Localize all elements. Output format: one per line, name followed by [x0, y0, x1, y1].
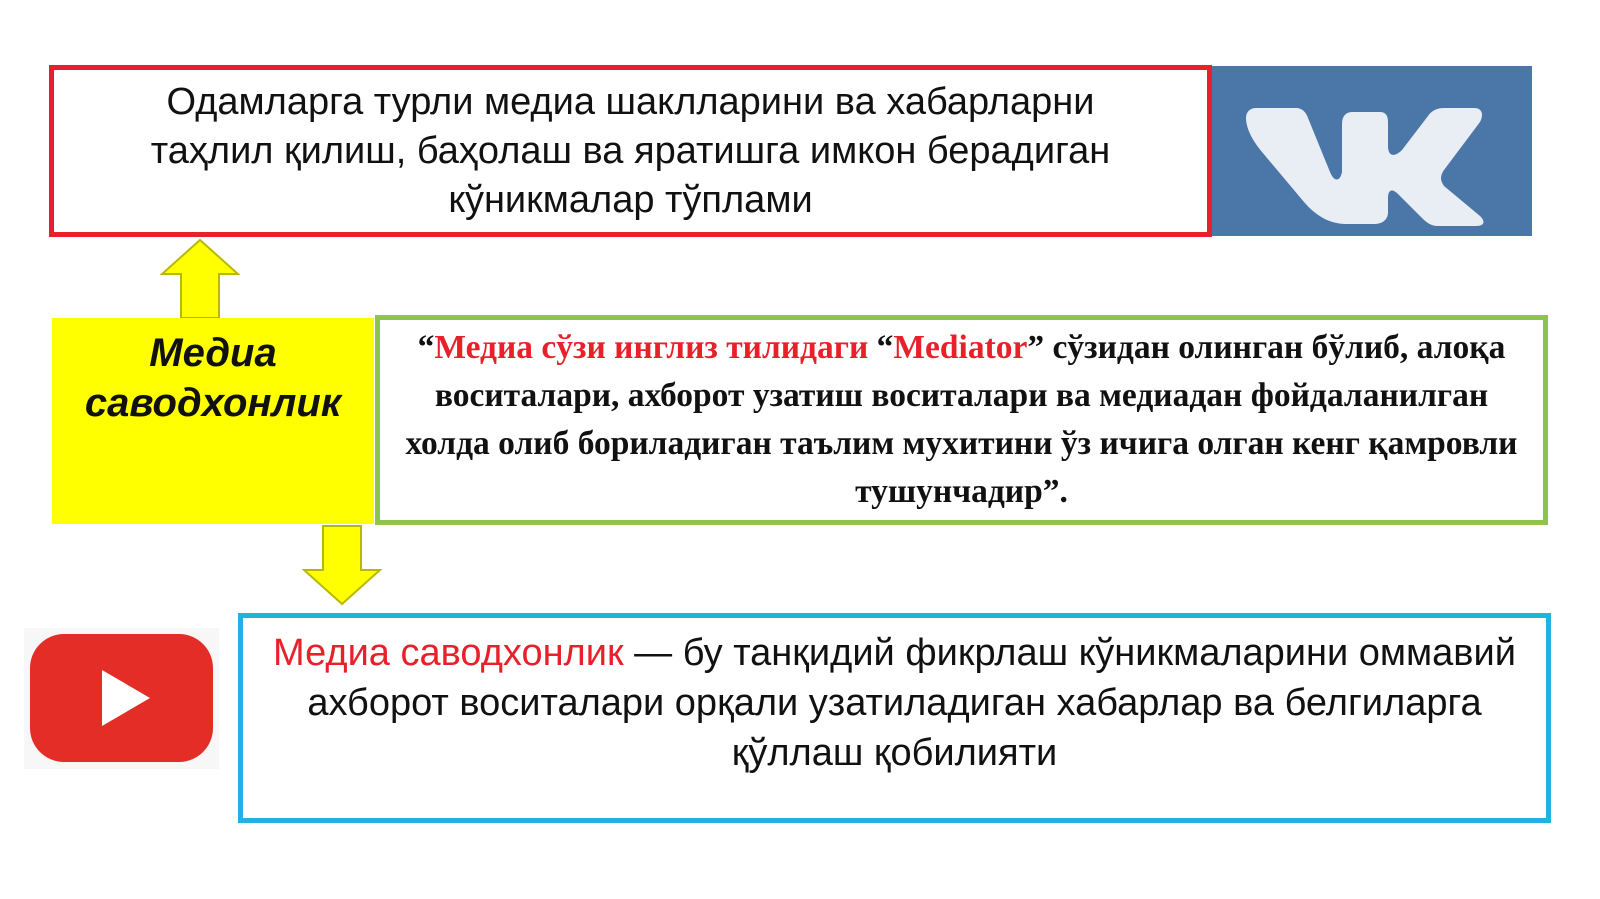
top-line-3: кўникмалар тўплами — [448, 178, 813, 221]
quote-open-2: “ — [876, 329, 894, 366]
vk-logo-icon — [1212, 66, 1532, 236]
term-line-1: Медиа — [149, 331, 277, 375]
term-line-2: саводхонлик — [84, 381, 342, 425]
critical-thinking-text: Медиа саводхонлик — бу танқидий фикрлаш … — [263, 628, 1526, 778]
top-line-2: таҳлил қилиш, баҳолаш ва яратишга имкон … — [150, 129, 1111, 172]
term-title: Медиа саводхонлик — [52, 328, 374, 428]
top-line-1: Одамларга турли медиа шаклларини ва хаба… — [166, 80, 1095, 123]
etymology-rest: ” сўзидан олинган бўлиб, алоқа воситалар… — [405, 329, 1518, 510]
term-background — [52, 318, 374, 524]
top-definition-text: Одамларга турли медиа шаклларини ва хаба… — [151, 78, 1110, 225]
critical-thinking-rest: — бу танқидий фикрлаш кўникмаларини омма… — [307, 632, 1516, 774]
down-arrow-icon — [302, 525, 382, 606]
highlight-media-word: Медиа сўзи инглиз тилидаги — [434, 329, 877, 366]
etymology-definition-box: “Медиа сўзи инглиз тилидаги “Mediator” с… — [375, 315, 1548, 525]
critical-thinking-definition-box: Медиа саводхонлик — бу танқидий фикрлаш … — [238, 613, 1551, 823]
youtube-logo-icon — [24, 628, 219, 769]
up-arrow-icon — [160, 238, 240, 319]
quote-open: “ — [417, 329, 435, 366]
top-definition-box: Одамларга турли медиа шаклларини ва хаба… — [49, 65, 1212, 237]
etymology-text: “Медиа сўзи инглиз тилидаги “Mediator” с… — [400, 324, 1523, 516]
highlight-media-literacy: Медиа саводхонлик — [273, 632, 624, 674]
highlight-mediator: Mediator — [893, 329, 1028, 366]
